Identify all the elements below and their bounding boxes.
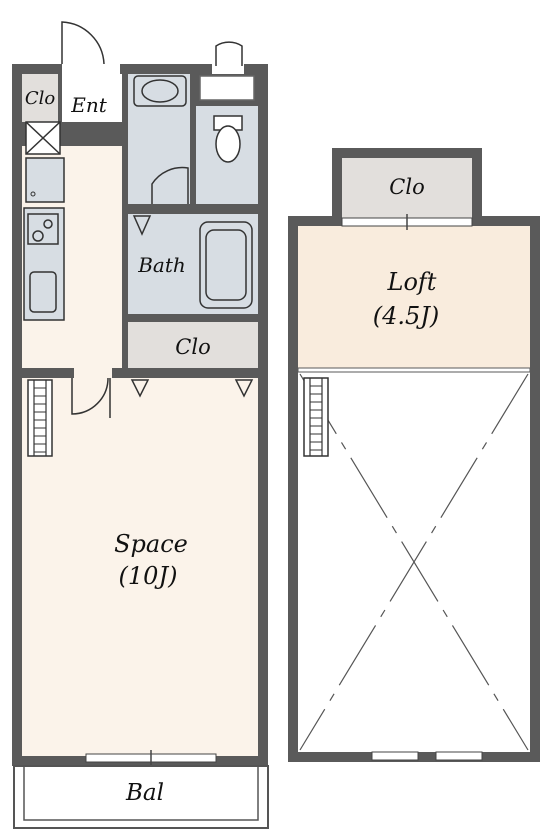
kitchen-sink <box>29 271 57 313</box>
interior-wall <box>22 368 72 378</box>
loft-room <box>298 226 530 368</box>
loft-ladder <box>303 377 329 457</box>
refrigerator <box>25 157 65 203</box>
bath-label: Bath <box>137 253 186 277</box>
bathtub-inner <box>205 229 247 301</box>
refrigerator-dot <box>30 191 36 197</box>
toilet-door-swing <box>215 41 243 66</box>
interior-wall <box>128 204 258 214</box>
stove-burner <box>43 219 53 229</box>
space-door-swing <box>71 377 109 415</box>
entrance-closet <box>22 74 58 122</box>
interior-wall <box>128 314 258 322</box>
loft-closet-label: Clo <box>389 175 424 199</box>
closet-label: Clo <box>175 335 210 359</box>
interior-wall <box>122 210 128 378</box>
ladder <box>27 379 53 457</box>
stove-burner <box>32 230 44 242</box>
toilet-bowl <box>215 125 241 163</box>
interior-wall <box>190 74 196 204</box>
loft-window <box>371 751 419 761</box>
closet-door-marker <box>234 379 254 398</box>
toilet-shelf <box>199 75 255 101</box>
entrance-door-opening <box>62 64 120 74</box>
entrance-label: Ent <box>70 93 107 117</box>
balcony-label: Bal <box>125 780 164 806</box>
space-size-label: (10J) <box>119 562 178 590</box>
washroom-door-swing <box>151 166 189 204</box>
entrance-door-swing <box>61 21 105 65</box>
main-closet <box>128 322 258 368</box>
balcony-rail <box>23 765 259 821</box>
interior-wall <box>58 74 62 122</box>
loft-divider <box>297 367 531 373</box>
washbasin-bowl <box>141 79 179 103</box>
loft-size-label: (4.5J) <box>373 302 440 330</box>
space-door-opening <box>74 368 112 378</box>
space-room <box>22 378 258 756</box>
bathtub <box>199 221 253 309</box>
open-to-below-cross <box>299 373 529 751</box>
closet-door-marker <box>130 379 150 398</box>
washing-machine-cross <box>25 121 61 155</box>
stove <box>27 213 59 245</box>
interior-wall <box>122 74 128 184</box>
toilet-door-opening <box>212 64 244 74</box>
entrance-closet-label: Clo <box>25 88 56 109</box>
interior-wall <box>112 368 258 378</box>
space-name-label: Space <box>114 530 188 558</box>
bath-door-marker <box>132 215 152 236</box>
loft-closet <box>342 158 472 220</box>
loft-window <box>435 751 483 761</box>
loft-name-label: Loft <box>387 268 437 296</box>
entrance-area <box>62 74 122 122</box>
interior-wall <box>22 122 122 126</box>
